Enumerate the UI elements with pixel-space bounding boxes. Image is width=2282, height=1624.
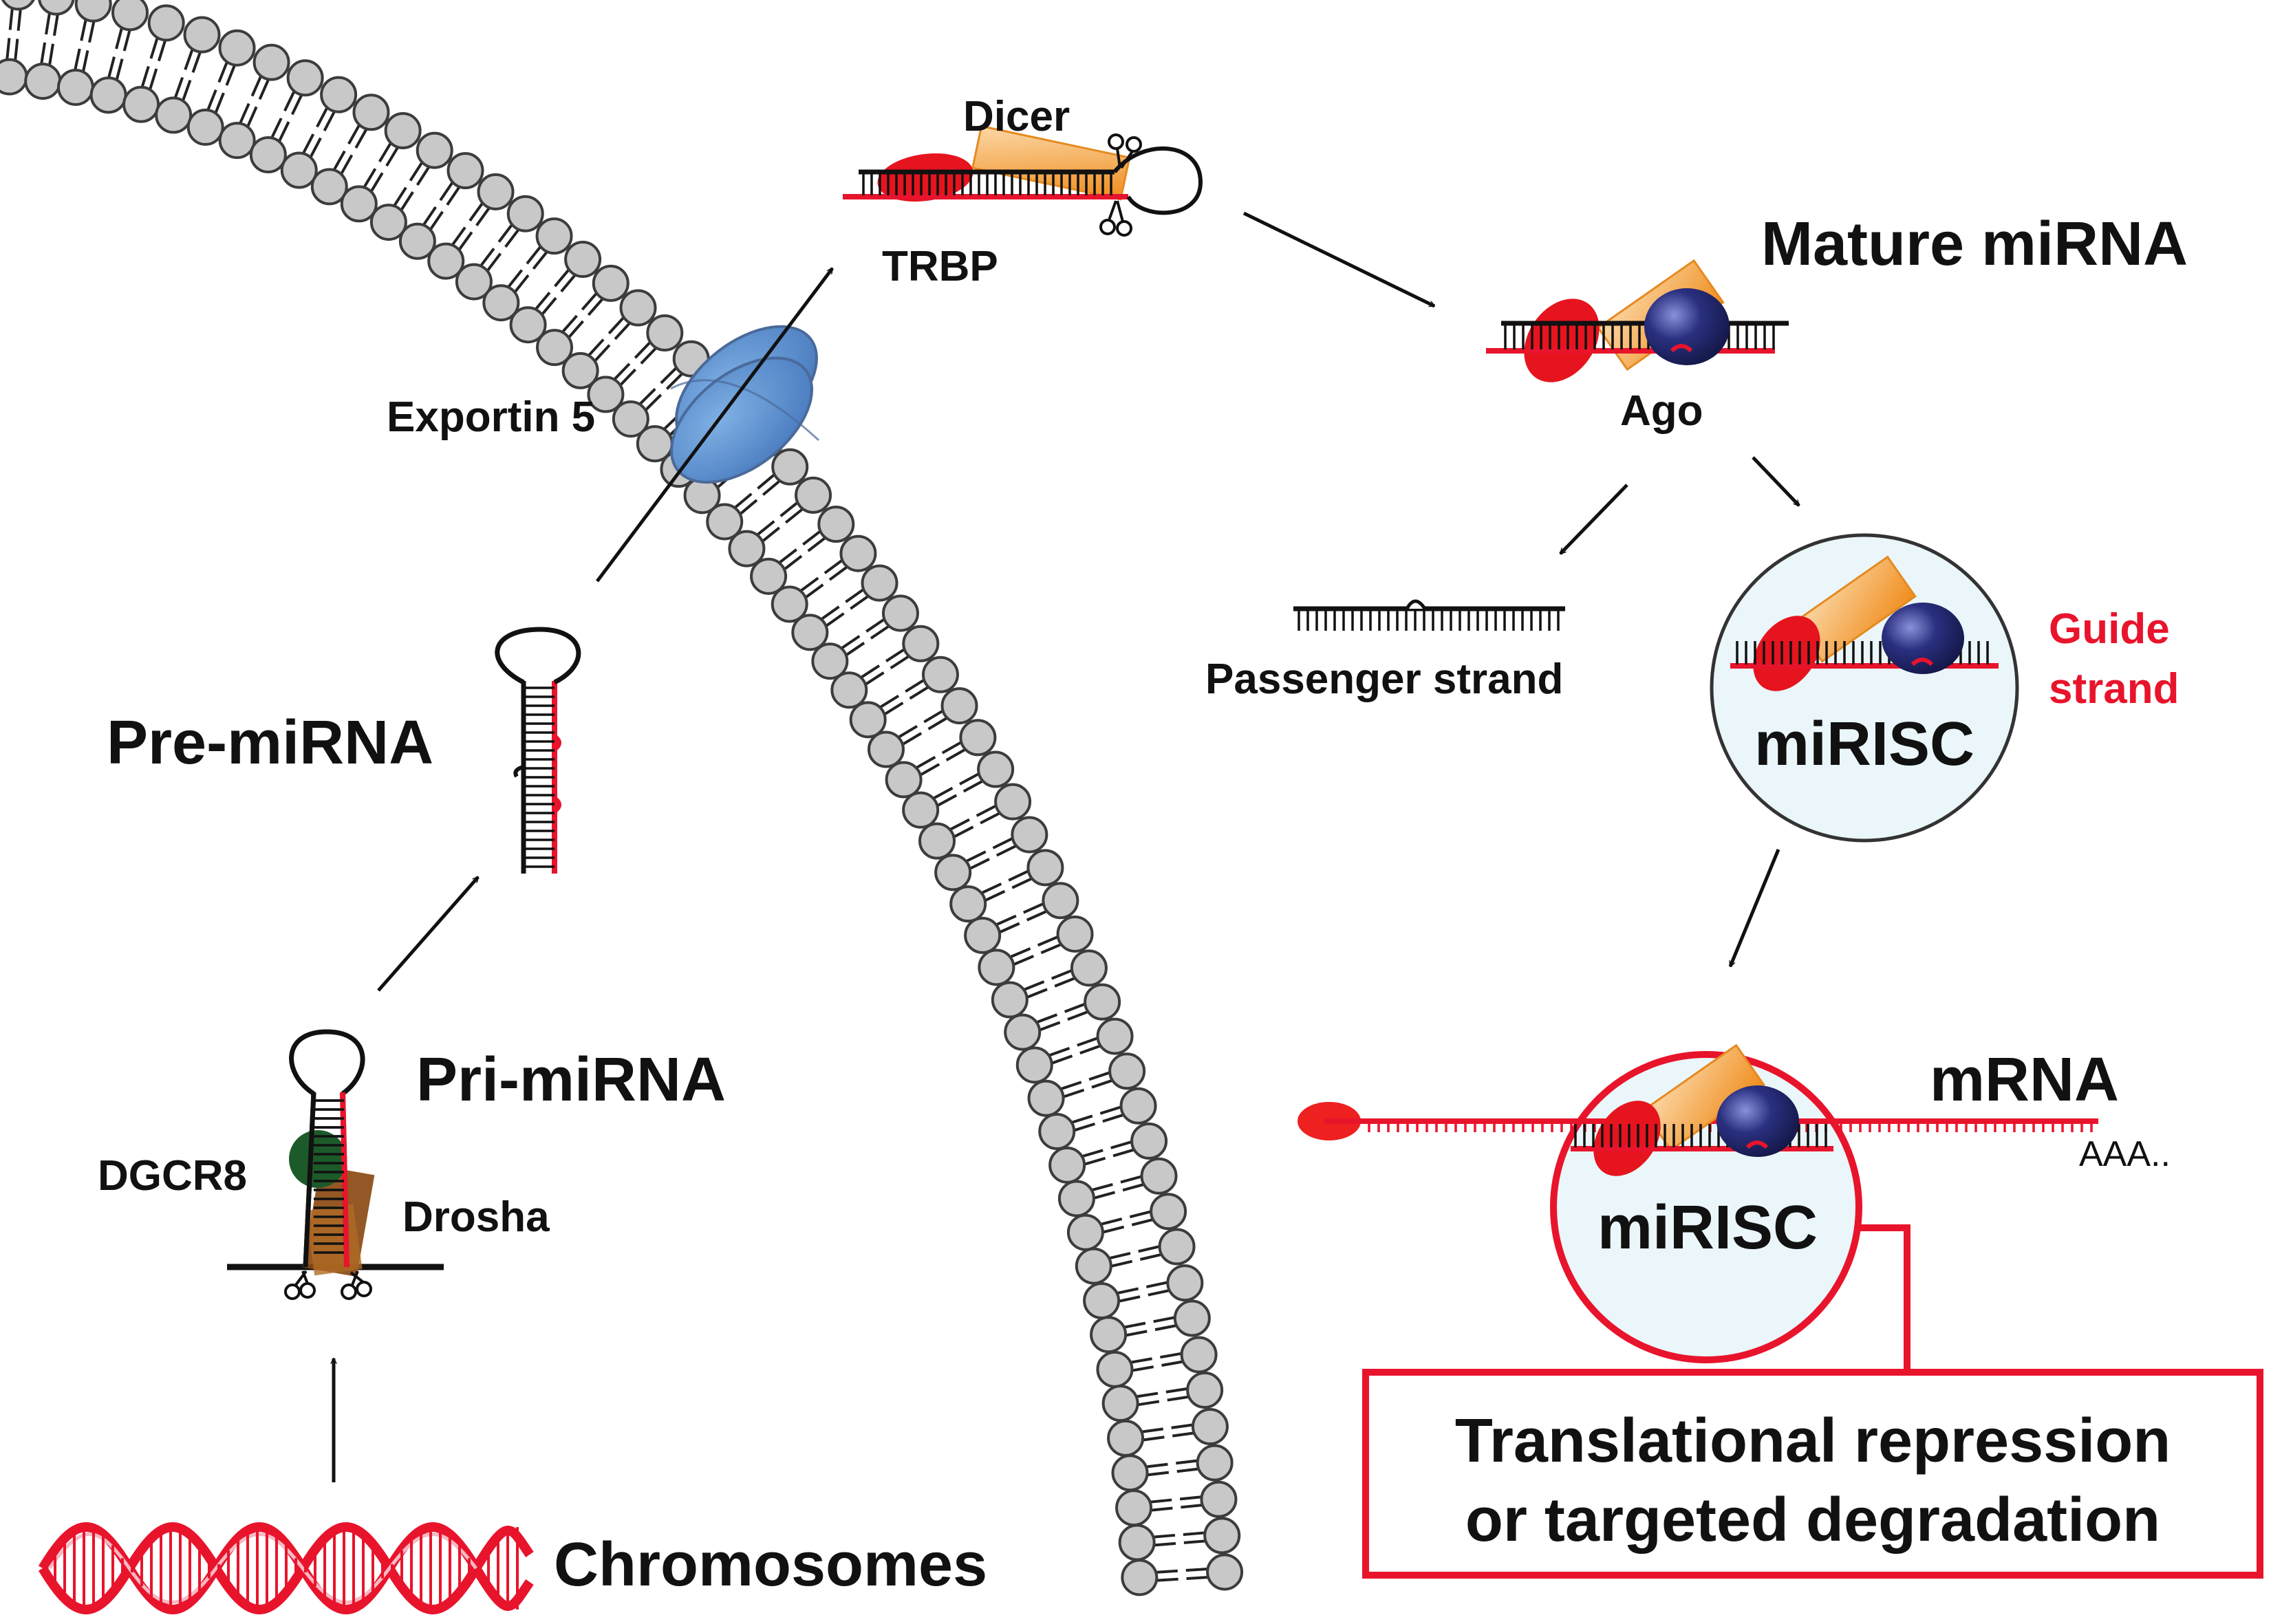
mirisc-complex-top bbox=[1710, 533, 2019, 843]
trbp-label: TRBP bbox=[882, 243, 998, 290]
passenger-strand bbox=[1293, 599, 1565, 631]
exportin5-label: Exportin 5 bbox=[387, 393, 595, 441]
labels: Dicer TRBP Mature miRNA Ago Exportin 5 P… bbox=[98, 93, 2188, 1599]
guide-strand-label-line2: strand bbox=[2049, 665, 2179, 713]
dicer-label: Dicer bbox=[963, 93, 1070, 140]
guide-strand-label-line1: Guide bbox=[2049, 605, 2170, 653]
chromosomes-label: Chromosomes bbox=[554, 1530, 987, 1599]
mrna-label: mRNA bbox=[1930, 1046, 2119, 1114]
outcome-label-line2: or targeted degradation bbox=[1465, 1486, 2160, 1555]
nuclear-membrane bbox=[0, 0, 1244, 1596]
poly-a-label: AAA.. bbox=[2079, 1134, 2171, 1174]
pri-mirna-label: Pri-miRNA bbox=[416, 1046, 726, 1114]
outcome-label-line1: Translational repression bbox=[1455, 1407, 2171, 1475]
mature-mirna-complex bbox=[1486, 259, 1789, 382]
cut-scissors-icon bbox=[284, 1270, 372, 1300]
mature-mirna-label: Mature miRNA bbox=[1761, 210, 2188, 279]
exportin5-pore bbox=[670, 325, 820, 484]
ago-protein bbox=[1644, 288, 1730, 365]
trbp-protein bbox=[877, 153, 973, 202]
outcome-connector bbox=[1859, 1224, 1910, 1372]
dgcr8-label: DGCR8 bbox=[98, 1152, 247, 1200]
outcome-box bbox=[1362, 1369, 2263, 1579]
mrna-mirisc-complex bbox=[1298, 1043, 2098, 1363]
pre-mirna-hairpin bbox=[495, 627, 581, 874]
passenger-strand-label: Passenger strand bbox=[1205, 656, 1563, 703]
dicer-protein bbox=[971, 124, 1131, 201]
pri-mirna-hairpin bbox=[227, 1029, 444, 1300]
dgcr8-protein bbox=[289, 1130, 347, 1188]
mirisc-bottom-label: miRISC bbox=[1597, 1193, 1818, 1262]
pre-mirna-label: Pre-miRNA bbox=[107, 708, 433, 777]
drosha-label: Drosha bbox=[402, 1193, 550, 1241]
dicer-scissors-icon bbox=[1099, 133, 1142, 237]
dicer-trbp-complex bbox=[843, 124, 1203, 237]
ago-label: Ago bbox=[1620, 387, 1703, 435]
process-arrows bbox=[334, 211, 1800, 1482]
chromosome-dna-helix bbox=[38, 1522, 534, 1614]
mirisc-top-label: miRISC bbox=[1754, 710, 1974, 779]
